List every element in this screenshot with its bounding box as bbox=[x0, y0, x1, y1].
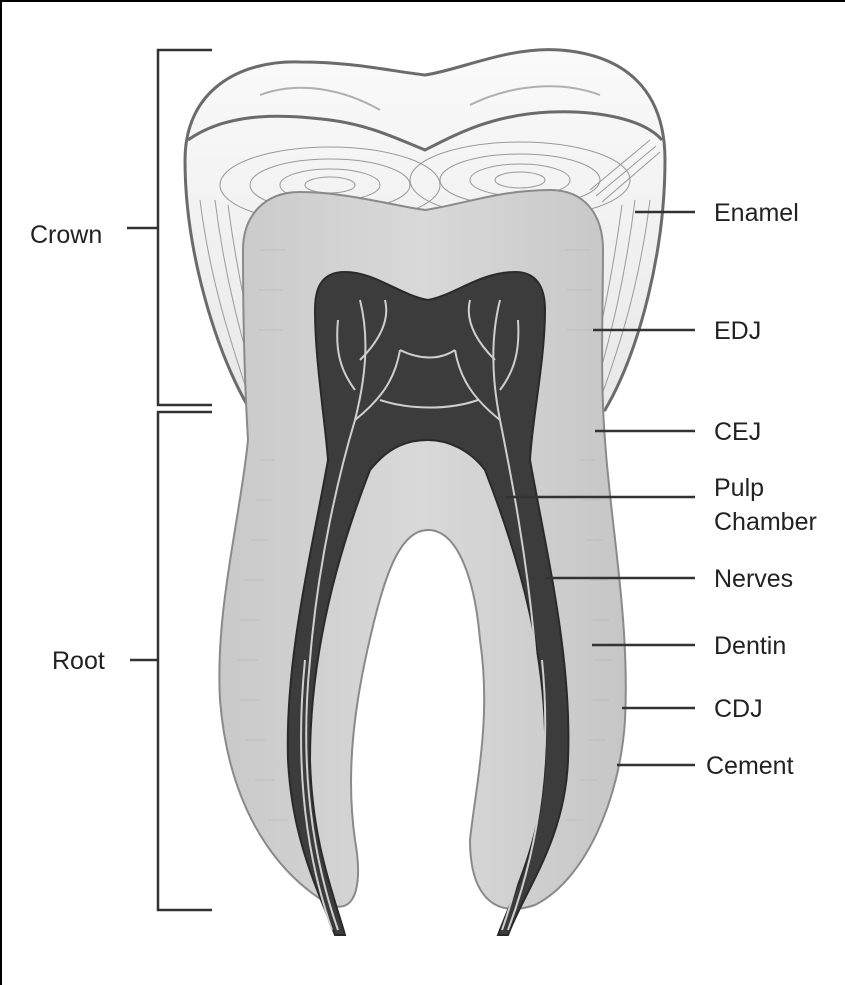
root-label: Root bbox=[52, 646, 105, 676]
cdj-label: CDJ bbox=[714, 694, 763, 724]
enamel-label: Enamel bbox=[714, 198, 799, 228]
root-bracket bbox=[130, 412, 212, 910]
nerves-label: Nerves bbox=[714, 564, 793, 594]
pulp-chamber-label-line1: Pulp bbox=[714, 473, 764, 503]
dentin-label: Dentin bbox=[714, 631, 786, 661]
cej-label: CEJ bbox=[714, 417, 761, 447]
edj-label: EDJ bbox=[714, 316, 761, 346]
crown-label: Crown bbox=[30, 220, 102, 250]
pulp-chamber-label-line2: Chamber bbox=[714, 507, 817, 537]
cement-label: Cement bbox=[706, 751, 794, 781]
